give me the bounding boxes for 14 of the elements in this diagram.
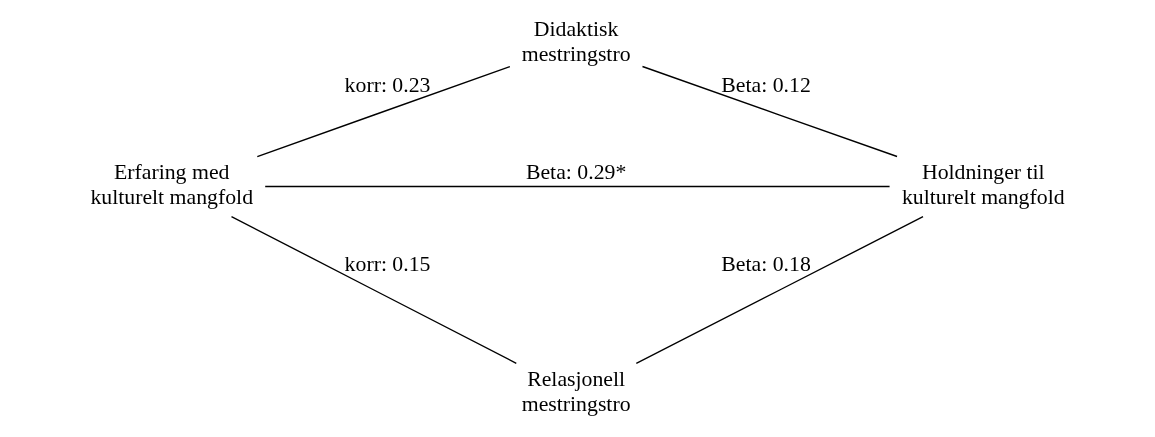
connector xyxy=(641,65,898,158)
edge-label: korr: 0.15 xyxy=(344,251,431,276)
edge-label: korr: 0.23 xyxy=(344,73,431,98)
node-text: Didaktisk mestringstro xyxy=(521,17,631,66)
edge-label: Beta: 0.12 xyxy=(721,73,811,98)
connector xyxy=(230,215,517,364)
connector xyxy=(256,65,511,158)
node-text: Erfaring med kulturelt mangfold xyxy=(90,160,254,209)
node-text: Relasjonell mestringstro xyxy=(521,367,631,416)
connector xyxy=(635,215,924,365)
node-text: Holdninger til kulturelt mangfold xyxy=(901,160,1065,209)
edge-label: Beta: 0.29* xyxy=(525,160,627,185)
connector xyxy=(264,185,891,188)
edge-label: Beta: 0.18 xyxy=(721,251,811,276)
